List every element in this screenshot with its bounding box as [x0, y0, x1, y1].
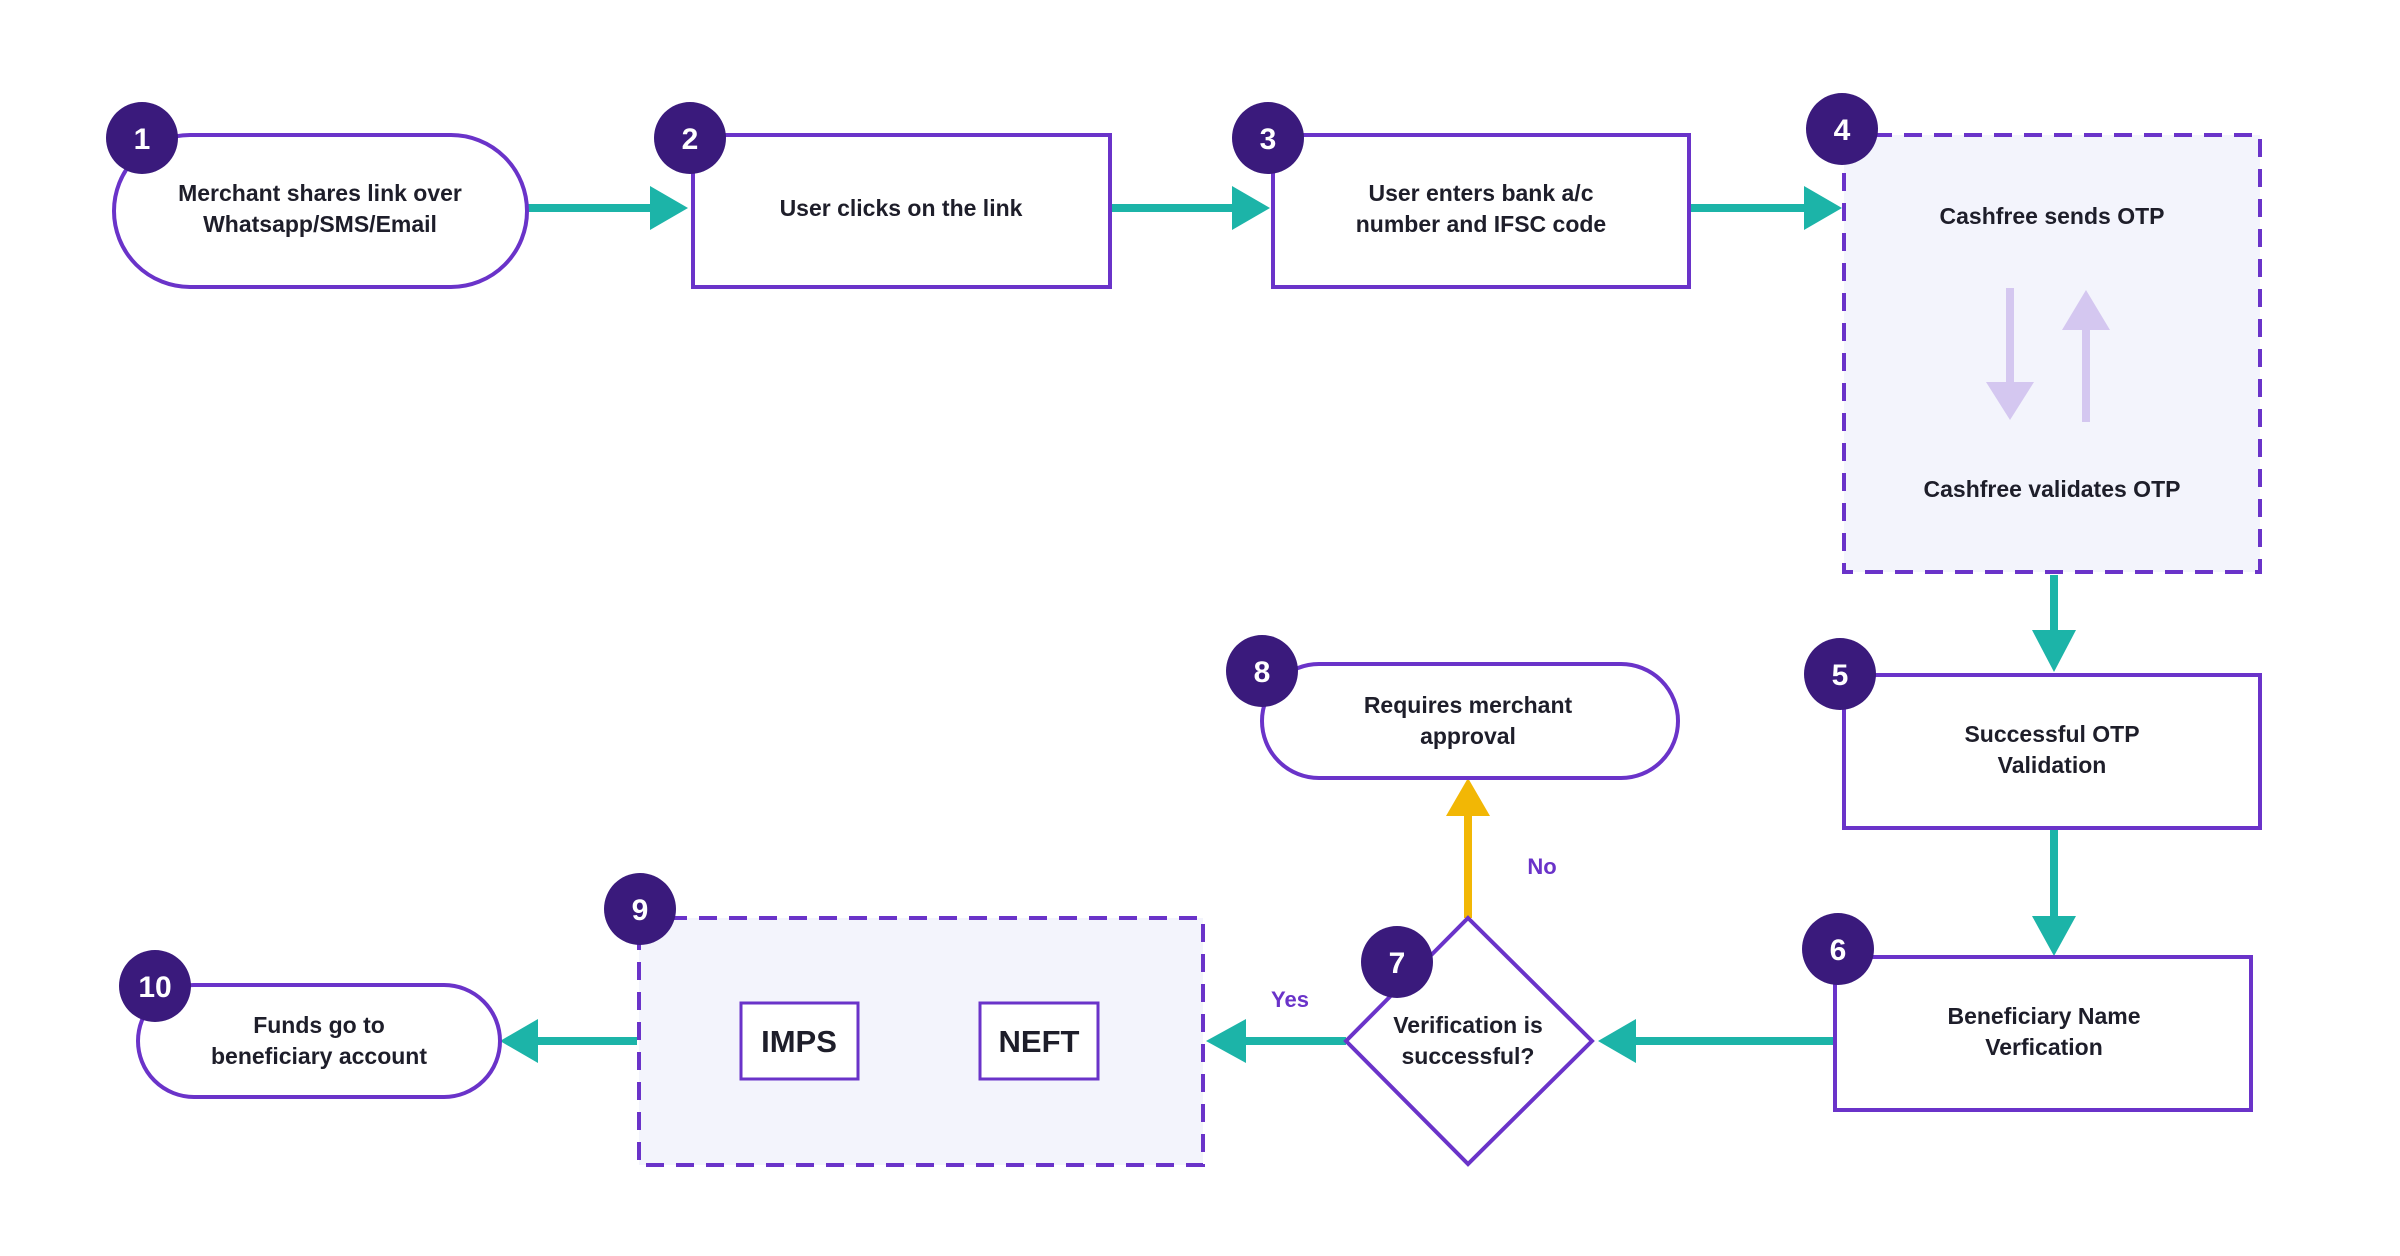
step-9-badge: 9 [604, 873, 676, 945]
step-2-number: 2 [682, 123, 699, 156]
step-9: IMPS NEFT 9 [604, 873, 1205, 1167]
step-6-badge: 6 [1802, 913, 1874, 985]
step-10-label-line-1: Funds go to [253, 1012, 385, 1038]
step-8-label-line-2: approval [1420, 723, 1516, 749]
step-7-number: 7 [1389, 947, 1406, 980]
step-3-label-line-2: number and IFSC code [1356, 211, 1606, 237]
step-3-number: 3 [1260, 123, 1277, 156]
step-10-label-line-2: beneficiary account [211, 1043, 427, 1069]
step-10-number: 10 [138, 971, 171, 1004]
step-3-label-line-1: User enters bank a/c [1368, 180, 1593, 206]
step-6-label-line-2: Verfication [1985, 1034, 2103, 1060]
step-6-label-line-1: Beneficiary Name [1947, 1003, 2140, 1029]
step-7-badge: 7 [1361, 926, 1433, 998]
arrow-2-to-3 [1110, 186, 1270, 230]
down-arrow-icon [1986, 288, 2034, 420]
step-5: Successful OTP Validation 5 [1804, 638, 2262, 830]
step-9-number: 9 [632, 894, 649, 927]
step-10: Funds go to beneficiary account 10 [119, 950, 502, 1099]
step-1-number: 1 [134, 123, 151, 156]
step-3-badge: 3 [1232, 102, 1304, 174]
step-2-label: User clicks on the link [780, 195, 1023, 221]
arrow-6-to-7 [1598, 1019, 1833, 1063]
arrow-9-to-10 [500, 1019, 637, 1063]
step-8-badge: 8 [1226, 635, 1298, 707]
step-7-label-line-1: Verification is [1393, 1012, 1543, 1038]
arrow-7-to-8 [1446, 778, 1490, 918]
arrow-3-to-4 [1689, 186, 1842, 230]
neft-label: NEFT [999, 1024, 1080, 1059]
yes-label: Yes [1271, 987, 1309, 1012]
imps-label: IMPS [761, 1024, 837, 1059]
arrow-5-to-6 [2032, 828, 2076, 956]
step-7: Verification is successful? 7 [1343, 915, 1595, 1167]
step-4-number: 4 [1834, 114, 1851, 147]
step-1-label-line-2: Whatsapp/SMS/Email [203, 211, 437, 237]
neft-option: NEFT [978, 1001, 1100, 1081]
step-8: Requires merchant approval 8 [1226, 635, 1680, 780]
step-5-number: 5 [1832, 659, 1849, 692]
step-3: User enters bank a/c number and IFSC cod… [1232, 102, 1691, 289]
step-6: Beneficiary Name Verfication 6 [1802, 913, 2253, 1112]
step-2: User clicks on the link 2 [654, 102, 1112, 289]
arrow-7-to-9 [1206, 1019, 1346, 1063]
step-2-badge: 2 [654, 102, 726, 174]
step-7-label-line-2: successful? [1402, 1043, 1535, 1069]
step-8-number: 8 [1254, 656, 1271, 689]
imps-option: IMPS [739, 1001, 860, 1081]
step-10-badge: 10 [119, 950, 191, 1022]
step-6-number: 6 [1830, 934, 1847, 967]
step-5-badge: 5 [1804, 638, 1876, 710]
step-5-label-line-1: Successful OTP [1964, 721, 2139, 747]
otp-send-label: Cashfree sends OTP [1940, 203, 2165, 229]
step-4: Cashfree sends OTP Cashfree validates OT… [1806, 93, 2262, 574]
up-arrow-icon [2062, 290, 2110, 422]
no-label: No [1527, 854, 1556, 879]
arrow-1-to-2 [527, 186, 688, 230]
otp-validate-label: Cashfree validates OTP [1924, 476, 2181, 502]
step-5-label-line-2: Validation [1998, 752, 2107, 778]
step-1-label-line-1: Merchant shares link over [178, 180, 462, 206]
step-8-label-line-1: Requires merchant [1364, 692, 1573, 718]
arrow-4-to-5 [2032, 575, 2076, 672]
step-1-badge: 1 [106, 102, 178, 174]
step-1: Merchant shares link over Whatsapp/SMS/E… [106, 102, 529, 289]
step-4-badge: 4 [1806, 93, 1878, 165]
connectors [500, 186, 2076, 1063]
